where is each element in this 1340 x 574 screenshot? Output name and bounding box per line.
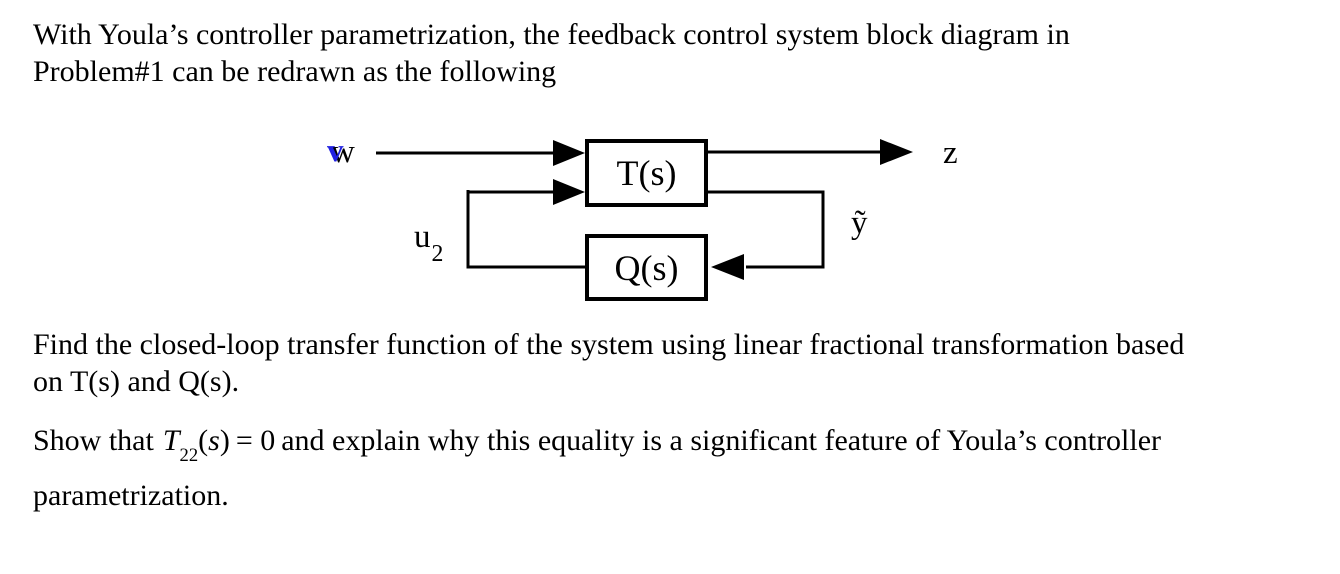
- w-blue-overlay-glyph: v: [327, 133, 344, 169]
- y-tilde-wire: [708, 190, 825, 269]
- find-line-2: on T(s) and Q(s).: [33, 365, 240, 398]
- w-glyph: w: [331, 134, 355, 170]
- w-arrowhead: [553, 140, 585, 166]
- math-equals-zero: = 0: [235, 424, 276, 457]
- signal-z-label: z: [943, 137, 958, 170]
- u2-arrowhead: [553, 179, 585, 205]
- find-line-1: Find the closed-loop transfer function o…: [33, 328, 1185, 361]
- intro-line-2: Problem#1 can be redrawn as the followin…: [33, 55, 557, 88]
- signal-w-label: v w: [327, 134, 355, 170]
- y-tilde-arrowhead: [711, 254, 744, 280]
- u-subscript: 2: [431, 240, 444, 267]
- z-glyph: z: [943, 135, 958, 171]
- y-tilde-glyph: ỹ: [851, 205, 868, 241]
- math-T: T: [162, 424, 180, 457]
- math-T-subscript: 22: [179, 445, 199, 466]
- math-close-paren: ): [219, 424, 230, 457]
- math-open-paren: (: [198, 424, 209, 457]
- intro-line-1: With Youla’s controller parametrization,…: [33, 18, 1070, 51]
- find-paragraph: Find the closed-loop transfer function o…: [33, 326, 1184, 400]
- t-block: T(s): [585, 139, 708, 207]
- q-block-label: Q(s): [614, 247, 679, 288]
- show-line-2: parametrization.: [33, 479, 229, 512]
- show-suffix: and explain why this equality is a signi…: [281, 424, 1162, 457]
- math-s: s: [208, 424, 220, 457]
- signal-u2-label: u2: [414, 219, 443, 266]
- t22-equation: T22(s)= 0: [162, 424, 276, 466]
- show-prefix: Show that: [33, 424, 154, 457]
- q-block: Q(s): [585, 234, 708, 301]
- t-block-label: T(s): [616, 153, 677, 193]
- signal-y-tilde-label: ỹ: [851, 207, 868, 240]
- q-output-wire: [466, 190, 585, 269]
- z-arrowhead: [880, 139, 913, 165]
- intro-paragraph: With Youla’s controller parametrization,…: [33, 16, 1070, 90]
- u-glyph: u: [414, 219, 431, 255]
